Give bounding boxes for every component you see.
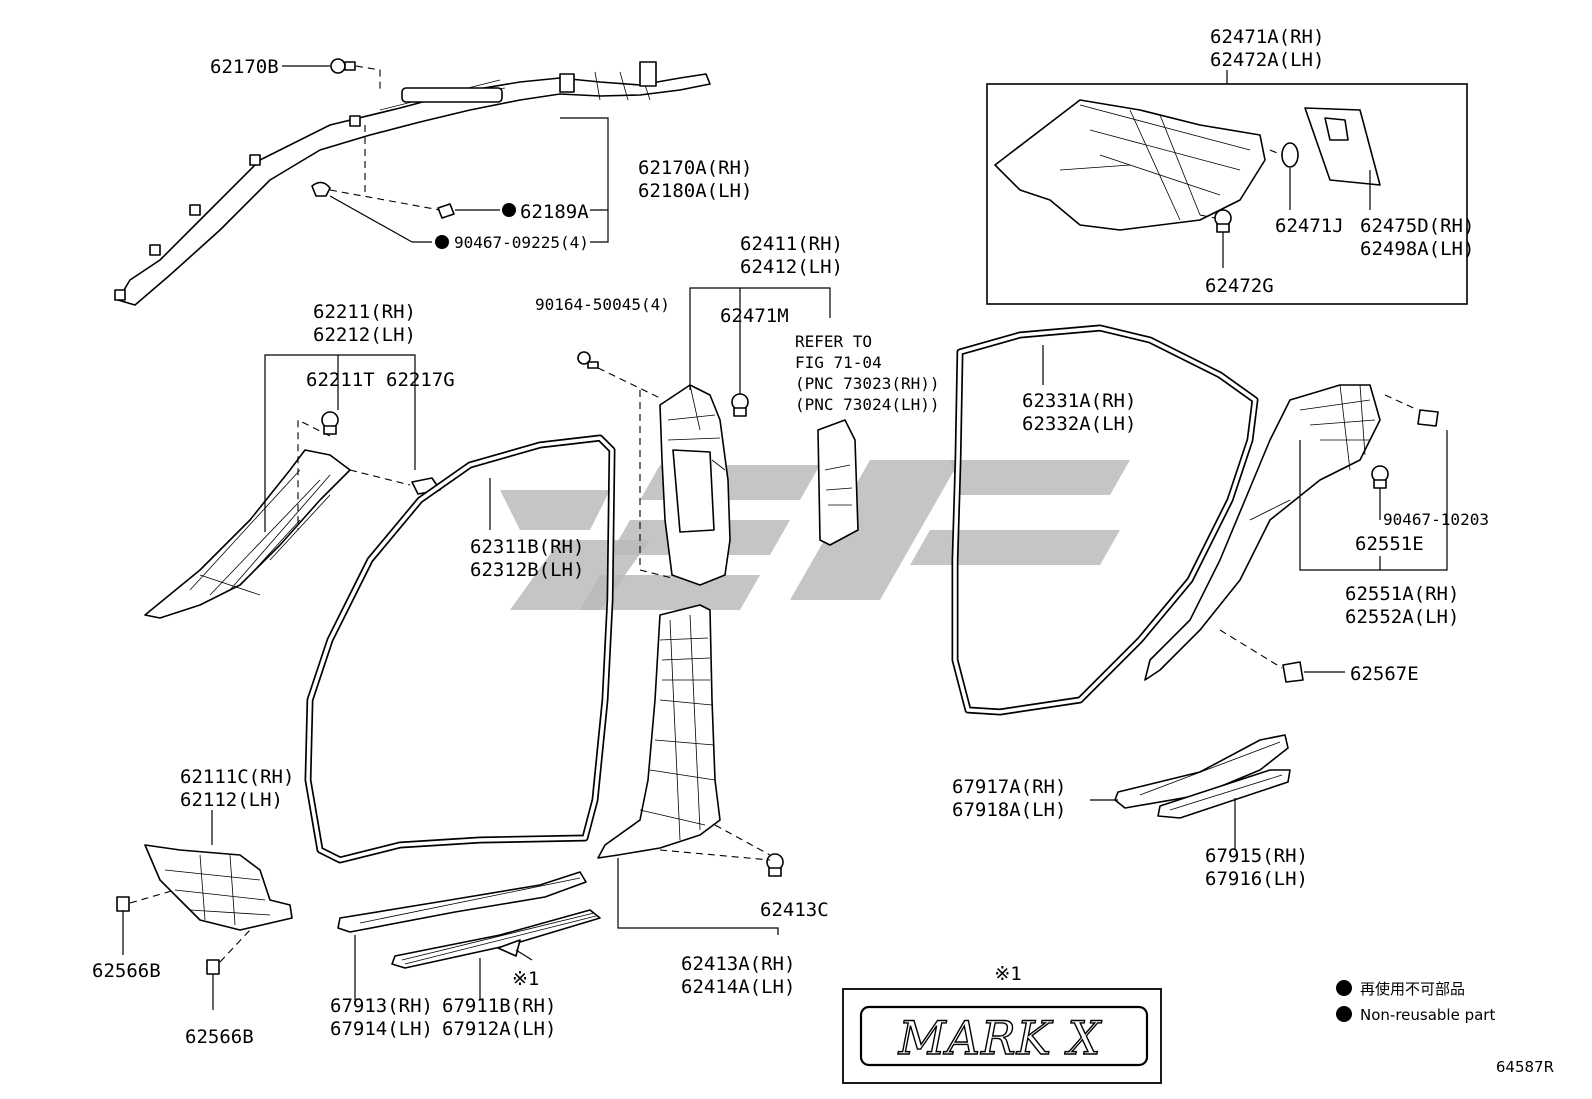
label-note-1[interactable]: ※1 bbox=[512, 968, 539, 990]
part-labels: 62170B 62170A(RH) 62180A(LH) 62189A 9046… bbox=[92, 26, 1489, 1048]
label-62566B-2[interactable]: 62566B bbox=[185, 1026, 254, 1048]
front-pillar-garnish[interactable] bbox=[144, 449, 351, 619]
refer-line3[interactable]: (PNC 73023(RH)) bbox=[795, 374, 940, 393]
inset-title-rh[interactable]: 62471A(RH) bbox=[1210, 26, 1324, 48]
center-pillar-lower-garnish[interactable] bbox=[597, 604, 721, 859]
label-67912A[interactable]: 67912A(LH) bbox=[442, 1018, 556, 1040]
label-62414A[interactable]: 62414A(LH) bbox=[681, 976, 795, 998]
clip-62567E[interactable] bbox=[1282, 661, 1304, 683]
bolt-62170B[interactable] bbox=[330, 58, 356, 74]
label-62566B-1[interactable]: 62566B bbox=[92, 960, 161, 982]
label-90164-50045[interactable]: 90164-50045(4) bbox=[535, 295, 670, 314]
front-door-weatherstrip[interactable] bbox=[304, 434, 616, 864]
label-62331A[interactable]: 62331A(RH) bbox=[1022, 390, 1136, 412]
label-62471M[interactable]: 62471M bbox=[720, 305, 789, 327]
label-67913[interactable]: 67913(RH) bbox=[330, 995, 433, 1017]
label-62311B[interactable]: 62311B(RH) bbox=[470, 536, 584, 558]
label-62475D[interactable]: 62475D(RH) bbox=[1360, 215, 1474, 237]
emblem-text: MARK X bbox=[898, 1011, 1103, 1065]
label-67915[interactable]: 67915(RH) bbox=[1205, 845, 1308, 867]
cowl-side-trim[interactable] bbox=[144, 844, 293, 931]
emblem-plate bbox=[859, 1005, 1149, 1067]
seatbelt-anchor-cover[interactable] bbox=[817, 419, 859, 546]
non-reusable-mark-90467-09225 bbox=[435, 235, 449, 249]
label-62472G[interactable]: 62472G bbox=[1205, 275, 1274, 297]
inset-title-lh[interactable]: 62472A(LH) bbox=[1210, 49, 1324, 71]
refer-line1[interactable]: REFER TO bbox=[795, 332, 872, 351]
label-62551E[interactable]: 62551E bbox=[1355, 533, 1424, 555]
clip-62566B-upper[interactable] bbox=[116, 896, 130, 912]
figure-code: 64587R bbox=[1496, 1058, 1554, 1076]
label-67916[interactable]: 67916(LH) bbox=[1205, 868, 1308, 890]
quarter-trim-upper[interactable] bbox=[994, 99, 1266, 231]
label-90467-10203[interactable]: 90467-10203 bbox=[1383, 510, 1489, 529]
clip-62551E[interactable] bbox=[1371, 465, 1389, 489]
watermark-logo bbox=[500, 460, 1130, 610]
clip-62566B-lower[interactable] bbox=[206, 959, 220, 975]
refer-line4[interactable]: (PNC 73024(LH)) bbox=[795, 395, 940, 414]
label-90467-09225[interactable]: 90467-09225(4) bbox=[454, 233, 589, 252]
label-67911B[interactable]: 67911B(RH) bbox=[442, 995, 556, 1017]
emblem-note-mark: ※1 bbox=[994, 963, 1021, 985]
clip-90467-09225[interactable] bbox=[311, 181, 331, 197]
arrow-note-1 bbox=[497, 939, 533, 961]
clip-62471J[interactable] bbox=[1281, 142, 1299, 168]
screw-90164-50045[interactable] bbox=[577, 351, 599, 369]
label-62498A[interactable]: 62498A(LH) bbox=[1360, 238, 1474, 260]
label-67918A[interactable]: 67918A(LH) bbox=[952, 799, 1066, 821]
clip-62211T[interactable] bbox=[321, 411, 339, 435]
label-62411[interactable]: 62411(RH) bbox=[740, 233, 843, 255]
label-62567E[interactable]: 62567E bbox=[1350, 663, 1419, 685]
label-62312B[interactable]: 62312B(LH) bbox=[470, 559, 584, 581]
label-62332A[interactable]: 62332A(LH) bbox=[1022, 413, 1136, 435]
label-62413C[interactable]: 62413C bbox=[760, 899, 829, 921]
clip-90467-10203[interactable] bbox=[1417, 409, 1439, 427]
roof-side-inner-garnish[interactable] bbox=[1144, 384, 1381, 681]
front-door-scuff-plate[interactable] bbox=[337, 871, 587, 933]
label-62189A[interactable]: 62189A bbox=[520, 201, 589, 223]
legend-jp: 再使用不可部品 bbox=[1360, 980, 1465, 998]
legend: 再使用不可部品 Non-reusable part bbox=[1336, 980, 1495, 1024]
label-62170B[interactable]: 62170B bbox=[210, 56, 279, 78]
non-reusable-mark-62189A bbox=[502, 203, 516, 217]
label-62211[interactable]: 62211(RH) bbox=[313, 301, 416, 323]
rear-quarter-window-cover[interactable] bbox=[1304, 107, 1381, 186]
front-door-scuff-plate-illuminated[interactable] bbox=[391, 909, 601, 969]
label-62170A[interactable]: 62170A(RH) bbox=[638, 157, 752, 179]
label-62211T[interactable]: 62211T bbox=[306, 369, 375, 391]
rear-door-weatherstrip[interactable] bbox=[951, 324, 1259, 716]
label-62552A[interactable]: 62552A(LH) bbox=[1345, 606, 1459, 628]
clip-62413C[interactable] bbox=[766, 853, 784, 877]
label-62112[interactable]: 62112(LH) bbox=[180, 789, 283, 811]
label-62111C[interactable]: 62111C(RH) bbox=[180, 766, 294, 788]
rear-door-scuff-plate-inner[interactable] bbox=[1157, 769, 1291, 819]
label-62212[interactable]: 62212(LH) bbox=[313, 324, 416, 346]
emblem-frame bbox=[842, 988, 1162, 1084]
label-62471J[interactable]: 62471J bbox=[1275, 215, 1344, 237]
clip-62472G[interactable] bbox=[1214, 209, 1232, 233]
nut-62189A[interactable] bbox=[437, 203, 455, 219]
clip-62471M[interactable] bbox=[731, 393, 749, 417]
label-67917A[interactable]: 67917A(RH) bbox=[952, 776, 1066, 798]
legend-en: Non-reusable part bbox=[1360, 1006, 1495, 1024]
rear-door-scuff-plate[interactable] bbox=[1114, 734, 1289, 809]
label-67914[interactable]: 67914(LH) bbox=[330, 1018, 433, 1040]
roof-airbag-assembly[interactable] bbox=[114, 61, 711, 306]
refer-line2[interactable]: FIG 71-04 bbox=[795, 353, 882, 372]
center-pillar-upper-garnish[interactable] bbox=[659, 384, 731, 586]
label-62551A[interactable]: 62551A(RH) bbox=[1345, 583, 1459, 605]
label-62413A[interactable]: 62413A(RH) bbox=[681, 953, 795, 975]
label-62180A[interactable]: 62180A(LH) bbox=[638, 180, 752, 202]
label-62412[interactable]: 62412(LH) bbox=[740, 256, 843, 278]
label-62217G[interactable]: 62217G bbox=[386, 369, 455, 391]
